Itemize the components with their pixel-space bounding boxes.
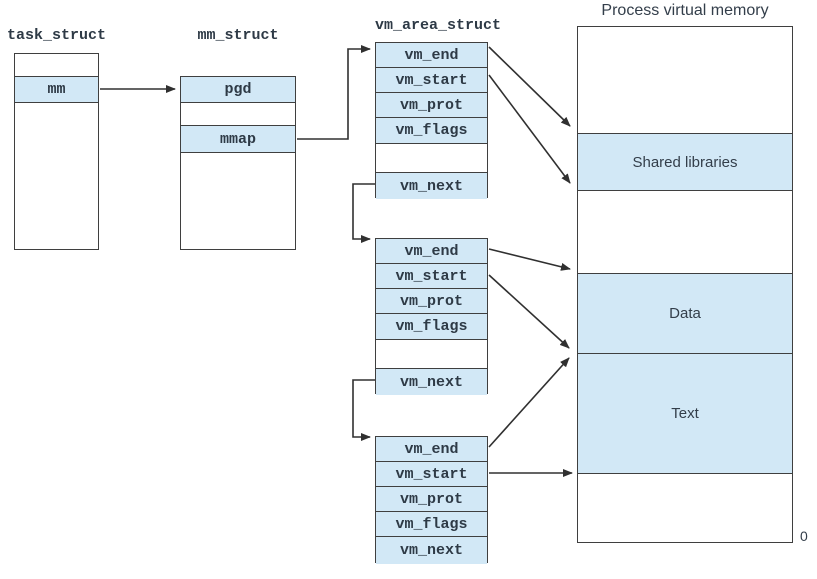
vm-flags-label: vm_flags — [395, 515, 468, 533]
vm-area-struct-title: vm_area_struct — [375, 17, 502, 34]
arrow-vma1-vmnext-to-vma2 — [352, 183, 375, 243]
arrow-vma1-vmstart-to-shared-bottom — [488, 74, 571, 184]
task-struct-title: task_struct — [6, 27, 107, 44]
vma2-empty-cell — [376, 340, 487, 369]
task-struct-box: mm — [14, 53, 99, 250]
memory-region-data: Data — [578, 274, 792, 354]
data-label: Data — [669, 305, 701, 322]
vma-block-2: vm_end vm_start vm_prot vm_flags vm_next — [375, 238, 488, 395]
vm-flags-label: vm_flags — [395, 122, 468, 139]
vma-block-3: vm_end vm_start vm_prot vm_flags vm_next — [375, 436, 488, 564]
memory-region-empty-bottom — [578, 474, 792, 544]
pgd-field-label: pgd — [224, 81, 252, 98]
vma3-vm-next-cell: vm_next — [376, 537, 487, 564]
vm-next-label: vm_next — [399, 373, 463, 391]
arrow-vma2-vmnext-to-vma3 — [352, 379, 375, 441]
mm-struct-empty-cell — [181, 103, 295, 126]
vma1-empty-cell — [376, 144, 487, 173]
vm-start-label: vm_start — [395, 465, 468, 483]
process-memory-box: Shared libraries Data Text — [577, 26, 793, 543]
vma3-vm-end-cell: vm_end — [376, 437, 487, 462]
memory-region-empty-middle — [578, 191, 792, 274]
memory-region-empty-top — [578, 27, 792, 134]
vm-next-label: vm_next — [399, 177, 463, 195]
mmap-field-label: mmap — [219, 130, 256, 148]
text-label: Text — [671, 405, 699, 422]
vma2-vm-start-cell: vm_start — [376, 264, 487, 289]
arrow-mmap-to-vma1 — [297, 45, 371, 140]
vma2-vm-prot-cell: vm_prot — [376, 289, 487, 314]
mm-struct-title: mm_struct — [197, 27, 279, 44]
vma1-vm-flags-cell: vm_flags — [376, 118, 487, 144]
vma2-vm-end-cell: vm_end — [376, 239, 487, 264]
arrow-vma2-vmend-to-data-top — [488, 248, 571, 271]
memory-region-shared-libraries: Shared libraries — [578, 134, 792, 191]
vm-prot-label: vm_prot — [399, 490, 463, 508]
vma3-vm-flags-cell: vm_flags — [376, 512, 487, 537]
vma1-vm-prot-cell: vm_prot — [376, 93, 487, 118]
vma2-vm-next-cell: vm_next — [376, 369, 487, 395]
vm-flags-label: vm_flags — [395, 318, 468, 335]
vm-prot-label: vm_prot — [399, 292, 463, 310]
vm-prot-label: vm_prot — [399, 96, 463, 114]
task-struct-mm-cell: mm — [15, 77, 98, 103]
vma3-vm-start-cell: vm_start — [376, 462, 487, 487]
vm-start-label: vm_start — [395, 71, 468, 89]
vma-block-1: vm_end vm_start vm_prot vm_flags vm_next — [375, 42, 488, 199]
vma2-vm-flags-cell: vm_flags — [376, 314, 487, 340]
process-memory-title: Process virtual memory — [601, 2, 769, 19]
vm-end-label: vm_end — [404, 440, 459, 458]
task-struct-empty-cell — [15, 54, 98, 77]
vm-end-label: vm_end — [404, 46, 459, 64]
vma1-vm-end-cell: vm_end — [376, 43, 487, 68]
vma1-vm-start-cell: vm_start — [376, 68, 487, 93]
arrow-vma3-vmend-to-data-text-boundary — [488, 357, 570, 448]
arrow-vma2-vmstart-to-data-text-boundary — [488, 274, 570, 349]
vm-start-label: vm_start — [395, 267, 468, 285]
address-zero-label: 0 — [800, 528, 808, 544]
vm-end-label: vm_end — [404, 242, 459, 260]
vma1-vm-next-cell: vm_next — [376, 173, 487, 199]
vma3-vm-prot-cell: vm_prot — [376, 487, 487, 512]
shared-libraries-label: Shared libraries — [632, 153, 738, 171]
mm-struct-box: pgd mmap — [180, 76, 296, 250]
memory-region-text: Text — [578, 354, 792, 474]
mm-struct-mmap-cell: mmap — [181, 126, 295, 153]
arrow-vma1-vmend-to-shared-top — [488, 46, 571, 127]
mm-struct-pgd-cell: pgd — [181, 77, 295, 103]
vm-next-label: vm_next — [399, 542, 463, 559]
mm-field-label: mm — [47, 81, 66, 98]
